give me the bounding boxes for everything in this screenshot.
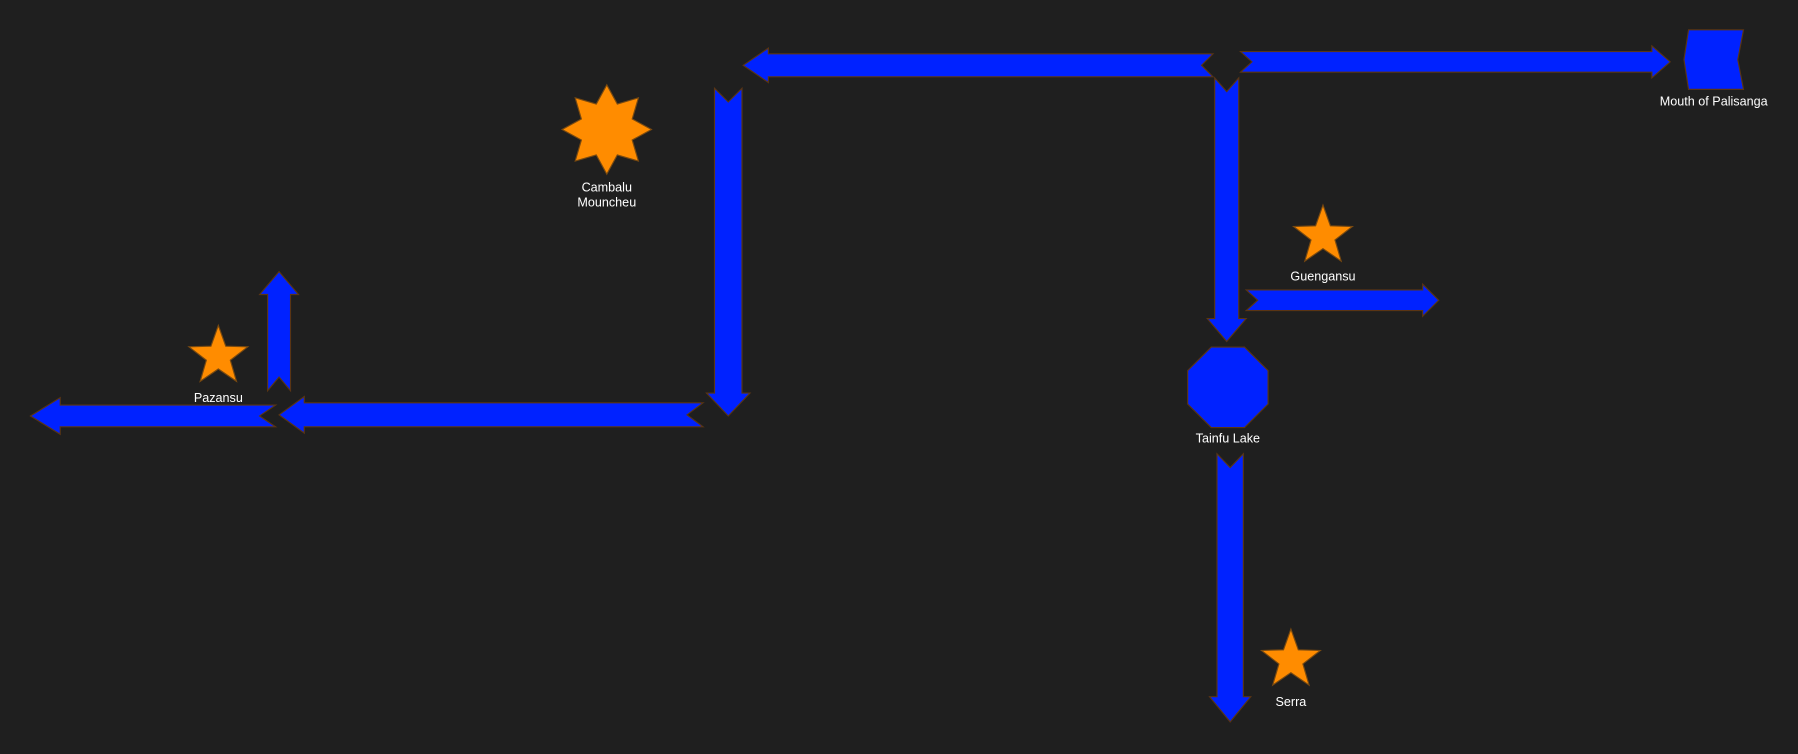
label-mouth-of-palisanga: Mouth of Palisanga: [1660, 94, 1768, 108]
arrow-south-west-branch: [705, 86, 752, 417]
label-guengansu: Guengansu: [1290, 270, 1355, 284]
label-tainfu-lake: Tainfu Lake: [1196, 431, 1260, 445]
route-arrows: [29, 44, 1672, 723]
label-cambalu-1: Cambalu: [582, 180, 632, 194]
arrow-west-bottom: [278, 395, 705, 435]
arrow-west-top: [742, 47, 1215, 84]
arrow-west-far: [29, 396, 278, 436]
eight-point-star-icon-cambalu: [560, 83, 653, 176]
arrow-south-to-serra: [1208, 452, 1252, 723]
place-markers: [187, 29, 1745, 687]
banner-icon-mouth-of-palisanga: [1683, 29, 1745, 90]
label-pazansu: Pazansu: [194, 391, 243, 405]
label-serra: Serra: [1275, 695, 1306, 709]
star-icon-serra: [1259, 627, 1322, 687]
octagon-icon-tainfu-lake: [1187, 346, 1269, 429]
arrow-east-to-mouth: [1238, 44, 1672, 80]
arrow-east-guengansu: [1244, 282, 1440, 318]
arrow-north-pazansu: [258, 270, 300, 393]
star-icon-pazansu: [187, 323, 250, 383]
label-cambalu-2: Mouncheu: [577, 195, 636, 209]
star-icon-guengansu: [1291, 203, 1355, 263]
arrow-south-to-tainfu: [1206, 76, 1248, 343]
